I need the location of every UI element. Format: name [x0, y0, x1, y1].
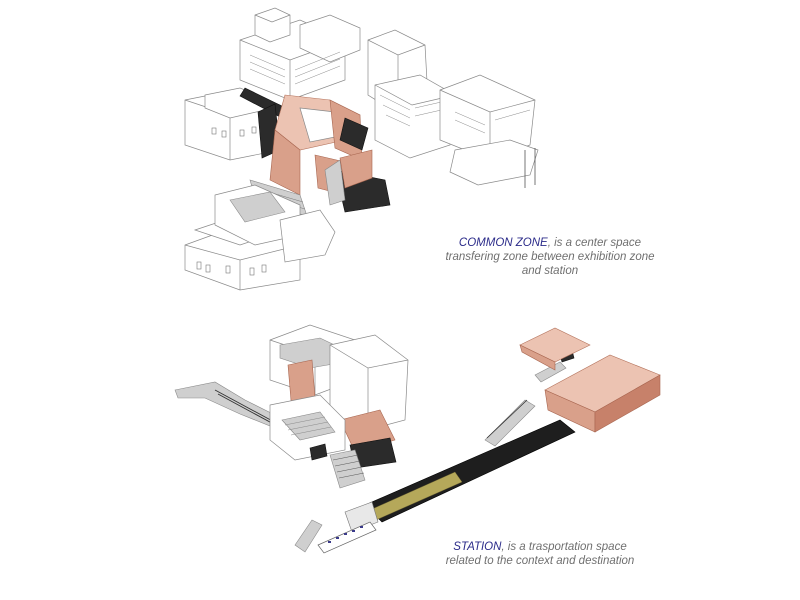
common-zone-title: COMMON ZONE: [458, 237, 548, 249]
building-left-bottom: [184, 184, 336, 291]
station-title: STATION: [453, 541, 502, 553]
building-cluster-left-top: [239, 7, 361, 101]
platform-stair: [294, 519, 323, 553]
common-zone-line1: , is a center space: [547, 237, 642, 249]
building-right-pilotis: [439, 74, 539, 188]
station-line2: related to the context and destination: [445, 555, 635, 567]
common-zone-caption: COMMON ZONE, is a center space transferi…: [420, 236, 680, 278]
train: [317, 521, 377, 554]
station-block: [519, 327, 661, 433]
station-caption: STATION, is a trasportation space relate…: [410, 540, 670, 568]
station-line1: , is a trasportation space: [501, 541, 627, 553]
common-zone-line2: transfering zone between exhibition zone: [445, 251, 655, 263]
building-left-mid: [184, 87, 281, 161]
building-right-top: [367, 29, 456, 159]
left-ramp: [174, 381, 286, 433]
station-drawing: [174, 324, 661, 554]
common-zone-drawing: [184, 7, 539, 291]
station-concourse: [269, 394, 397, 489]
common-zone-line3: and station: [521, 265, 579, 277]
